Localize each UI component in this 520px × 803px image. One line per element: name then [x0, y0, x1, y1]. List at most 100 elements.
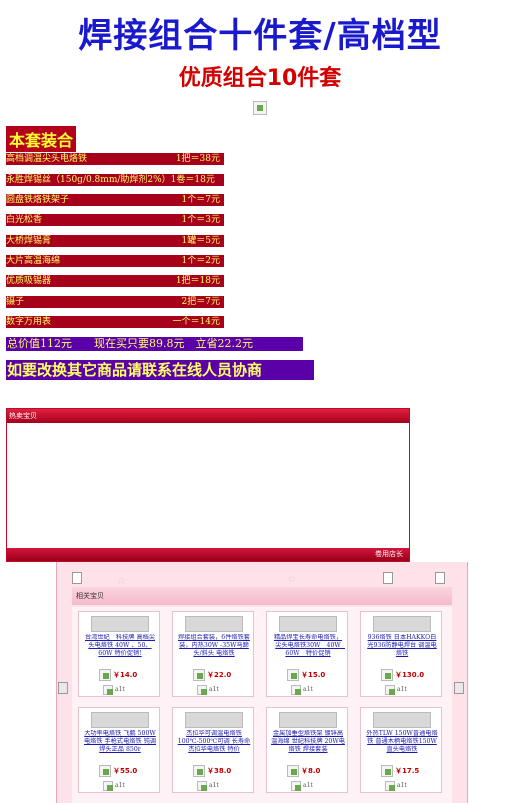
product-price: ￥55.0 [99, 765, 149, 779]
hot-items-header: 热卖宝贝 [7, 409, 409, 423]
product-price: ￥15.0 [287, 669, 337, 683]
buy-button[interactable]: a1t [385, 685, 415, 695]
item-price: 1罐＝5元 [181, 236, 220, 246]
page-title: 焊接组合十件套/高档型 [78, 16, 442, 56]
product-thumbnail[interactable] [279, 616, 337, 632]
buy-button[interactable]: a1t [291, 685, 321, 695]
product-title-link[interactable]: 精品焊宝长寿命电烙铁，尖头电烙铁30W 40W 60W 特价促销 [273, 634, 345, 657]
price-icon [287, 669, 299, 681]
product-title-link[interactable]: 外热TLW 150W普通电烙铁 普通木柄电烙铁150W 直头电烙铁 [366, 730, 438, 753]
item-price: 2把＝7元 [181, 297, 220, 307]
product-price: ￥17.5 [381, 765, 431, 779]
item-name: 白光松香 [6, 215, 43, 225]
buy-icon [291, 685, 301, 695]
product-thumbnail[interactable] [279, 712, 337, 728]
page-subtitle: 优质组合10件套 [178, 66, 342, 91]
item-row: 优质吸锡器 1把＝18元 [6, 275, 224, 287]
product-card[interactable]: 大功率电烙铁 飞鹏 500W 电烙铁 手枪式电烙铁 钝调焊头正品 850r ￥5… [78, 707, 160, 793]
item-name: 大片高温海绵 [6, 256, 61, 266]
product-title-link[interactable]: 焊接组合套装，6件烙铁套装，内热30W -35W马蹄头/斜头 电烙铁 [178, 634, 250, 657]
buy-label: a1t [303, 686, 313, 693]
product-card[interactable]: 外热TLW 150W普通电烙铁 普通木柄电烙铁150W 直头电烙铁 ￥17.5 … [360, 707, 442, 793]
buy-button[interactable]: a1t [197, 685, 227, 695]
star-decoration-icon: ☆ [117, 576, 126, 587]
product-thumbnail[interactable] [373, 712, 431, 728]
buy-icon [291, 781, 301, 791]
product-title-link[interactable]: 台湾世纪 科技牌 高档尖头电烙铁 40W 、50、60W 特价促销! [84, 634, 156, 657]
product-thumbnail[interactable] [91, 712, 149, 728]
buy-icon [385, 685, 395, 695]
price-icon [381, 669, 393, 681]
product-price: ￥14.0 [99, 669, 149, 683]
product-card[interactable]: 936烙铁 日本HAKKO白光936防静电焊台 调温电烙铁 ￥130.0 a1t [360, 611, 442, 697]
buy-button[interactable]: a1t [103, 685, 133, 695]
buy-label: a1t [397, 686, 407, 693]
buy-icon [103, 781, 113, 791]
price-icon [381, 765, 393, 777]
buy-button[interactable]: a1t [197, 781, 227, 791]
price-value: ￥15.0 [301, 671, 326, 679]
product-card[interactable]: 台湾世纪 科技牌 高档尖头电烙铁 40W 、50、60W 特价促销! ￥14.0… [78, 611, 160, 697]
product-card[interactable]: 杰拉华可调温电烙铁100℃-500℃可调 长寿命杰拉华电烙铁 特价 ￥38.0 … [172, 707, 254, 793]
price-value: ￥17.5 [395, 767, 420, 775]
product-card[interactable]: 精品焊宝长寿命电烙铁，尖头电烙铁30W 40W 60W 特价促销 ￥15.0 a… [266, 611, 348, 697]
product-card[interactable]: 焊接组合套装，6件烙铁套装，内热30W -35W马蹄头/斜头 电烙铁 ￥22.0… [172, 611, 254, 697]
product-price: ￥38.0 [193, 765, 243, 779]
price-value: ￥14.0 [113, 671, 138, 679]
buy-label: a1t [209, 686, 219, 693]
hot-items-panel: 热卖宝贝 卷用店长 [6, 408, 410, 562]
section-label: 本套装合 [6, 126, 77, 152]
product-title-link[interactable]: 金属加垂型烙铁架 镀锌高温海绵 世纪科技牌 20W电烙铁 焊接套装 [271, 730, 345, 753]
contact-notice: 如要改换其它商品请联系在线人员协商 [6, 360, 314, 380]
related-items-header: 相关宝贝 [72, 587, 452, 605]
product-thumbnail[interactable] [185, 616, 243, 632]
buy-label: a1t [303, 782, 313, 789]
product-thumbnail[interactable] [91, 616, 149, 632]
item-name: 永胜焊锡丝（150g/0.8mm/助焊剂2%）1卷＝18元 [6, 175, 215, 185]
item-row: 镊子 2把＝7元 [6, 296, 224, 308]
product-price: ￥22.0 [193, 669, 243, 683]
scroll-left-icon[interactable] [58, 682, 68, 694]
price-icon [99, 669, 111, 681]
buy-label: a1t [115, 782, 125, 789]
buy-icon [197, 781, 207, 791]
price-value: ￥38.0 [207, 767, 232, 775]
product-price: ￥8.0 [287, 765, 337, 779]
buy-icon [197, 685, 207, 695]
product-price: ￥130.0 [381, 669, 431, 683]
related-items-panel: ☆ ☆ ☆ ☆ 相关宝贝 台湾世纪 科技牌 高档尖头电烙铁 40W 、50、60… [56, 562, 468, 803]
item-name: 圆盘铁烙铁架子 [6, 195, 70, 205]
item-price: 1个＝2元 [181, 256, 220, 266]
product-thumbnail[interactable] [373, 616, 431, 632]
hot-items-footer-link[interactable]: 卷用店长 [7, 548, 409, 561]
buy-button[interactable]: a1t [385, 781, 415, 791]
item-name: 镊子 [6, 297, 25, 307]
product-title-link[interactable]: 936烙铁 日本HAKKO白光936防静电焊台 调温电烙铁 [367, 634, 437, 657]
buy-button[interactable]: a1t [291, 781, 321, 791]
related-items-grid: 台湾世纪 科技牌 高档尖头电烙铁 40W 、50、60W 特价促销! ￥14.0… [72, 607, 452, 803]
product-card[interactable]: 金属加垂型烙铁架 镀锌高温海绵 世纪科技牌 20W电烙铁 焊接套装 ￥8.0 a… [266, 707, 348, 793]
image-placeholder-icon [253, 101, 267, 115]
price-icon [193, 765, 205, 777]
item-name: 高档调温尖头电烙铁 [6, 154, 88, 164]
corner-marker-icon [383, 572, 393, 584]
buy-button[interactable]: a1t [103, 781, 133, 791]
item-price: 1把＝18元 [175, 276, 220, 286]
scroll-right-icon[interactable] [454, 682, 464, 694]
product-title-link[interactable]: 杰拉华可调温电烙铁100℃-500℃可调 长寿命杰拉华电烙铁 特价 [177, 730, 251, 753]
price-value: ￥130.0 [395, 671, 425, 679]
buy-label: a1t [209, 782, 219, 789]
product-thumbnail[interactable] [185, 712, 243, 728]
item-row: 大片高温海绵 1个＝2元 [6, 255, 224, 267]
total-price-line: 总价值112元 现在买只要89.8元 立省22.2元 [6, 337, 303, 351]
corner-marker-icon [72, 572, 82, 584]
item-name: 优质吸锡器 [6, 276, 52, 286]
price-value: ￥8.0 [301, 767, 321, 775]
price-icon [287, 765, 299, 777]
item-row: 数字万用表一个＝14元 [6, 316, 224, 328]
buy-label: a1t [115, 686, 125, 693]
product-title-link[interactable]: 大功率电烙铁 飞鹏 500W 电烙铁 手枪式电烙铁 钝调焊头正品 850r [84, 730, 156, 753]
corner-marker-icon [435, 572, 445, 584]
